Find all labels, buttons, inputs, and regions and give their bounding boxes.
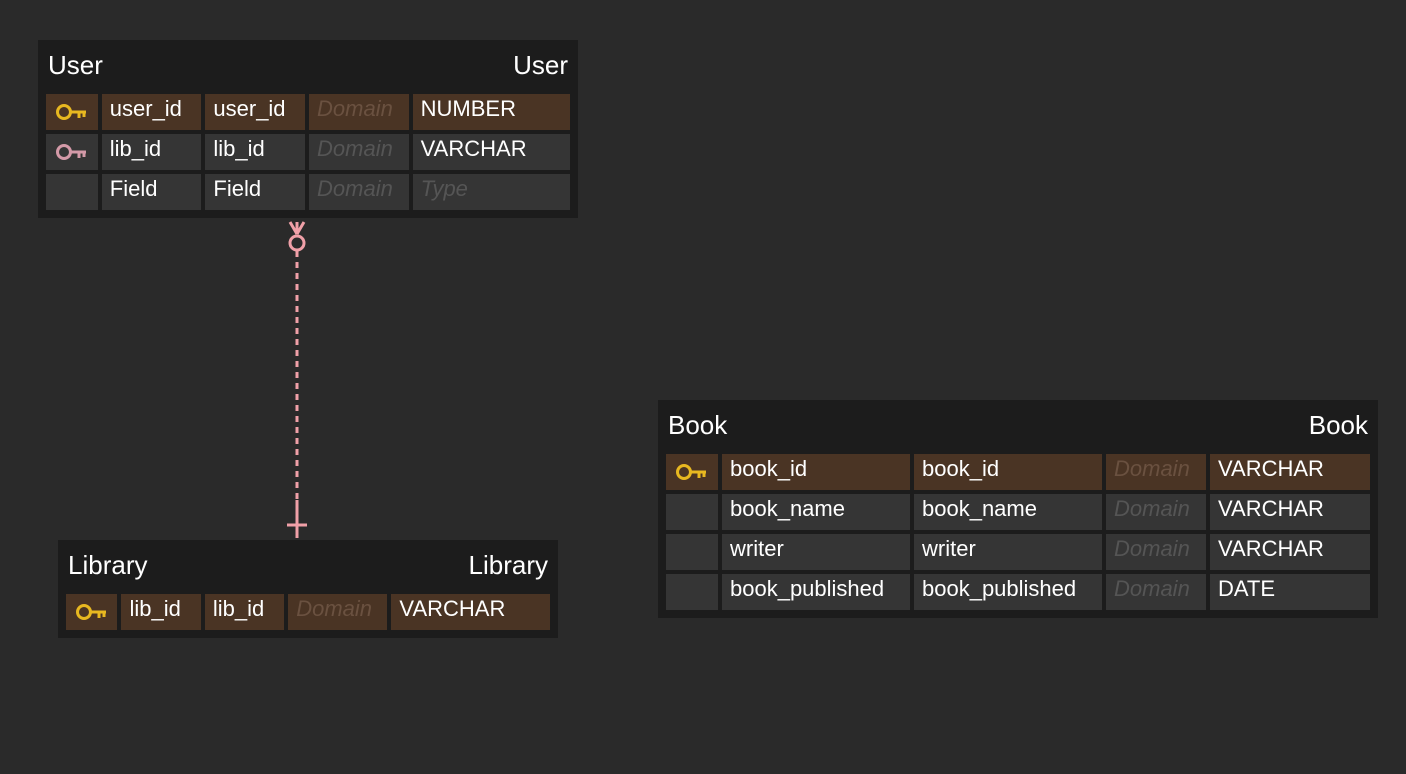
entity-header[interactable]: Book Book: [658, 400, 1378, 450]
field-logical-name[interactable]: lib_id: [101, 134, 202, 170]
field-physical-name[interactable]: book_id: [914, 454, 1102, 490]
key-slot: [666, 494, 718, 530]
field-logical-name[interactable]: writer: [722, 534, 910, 570]
entity-user[interactable]: User User user_id user_id Domain NUMBER …: [38, 40, 578, 218]
field-type[interactable]: VARCHAR: [1210, 454, 1370, 490]
field-domain[interactable]: Domain: [309, 94, 409, 130]
table-row[interactable]: user_id user_id Domain NUMBER: [44, 92, 572, 132]
table-row[interactable]: lib_id lib_id Domain VARCHAR: [44, 132, 572, 172]
field-domain[interactable]: Domain: [1106, 494, 1206, 530]
primary-key-icon: [66, 594, 118, 630]
field-type[interactable]: VARCHAR: [1210, 534, 1370, 570]
entity-alias: Library: [468, 549, 548, 580]
entity-header[interactable]: Library Library: [58, 540, 558, 590]
table-row[interactable]: Field Field Domain Type: [44, 172, 572, 212]
field-domain[interactable]: Domain: [1106, 574, 1206, 610]
one-cardinality-icon: [287, 500, 307, 538]
field-type[interactable]: VARCHAR: [391, 594, 550, 630]
field-domain[interactable]: Domain: [288, 594, 388, 630]
primary-key-icon: [666, 454, 718, 490]
field-logical-name[interactable]: book_name: [722, 494, 910, 530]
entity-library[interactable]: Library Library lib_id lib_id Domain VAR…: [58, 540, 558, 638]
field-type[interactable]: VARCHAR: [1210, 494, 1370, 530]
entity-name: User: [48, 49, 103, 80]
entity-alias: Book: [1308, 409, 1368, 440]
field-logical-name[interactable]: Field: [101, 174, 202, 210]
crows-foot-zero-many-icon: [288, 221, 306, 252]
field-type[interactable]: DATE: [1210, 574, 1370, 610]
table-row[interactable]: lib_id lib_id Domain VARCHAR: [64, 592, 552, 632]
field-type[interactable]: Type: [412, 174, 570, 210]
field-physical-name[interactable]: book_name: [914, 494, 1102, 530]
field-physical-name[interactable]: user_id: [205, 94, 306, 130]
field-physical-name[interactable]: book_published: [914, 574, 1102, 610]
field-physical-name[interactable]: Field: [205, 174, 306, 210]
foreign-key-icon: [46, 134, 98, 170]
entity-name: Library: [68, 549, 148, 580]
table-row[interactable]: book_id book_id Domain VARCHAR: [664, 452, 1372, 492]
field-type[interactable]: NUMBER: [412, 94, 570, 130]
entity-book[interactable]: Book Book book_id book_id Domain VARCHAR…: [658, 400, 1378, 618]
field-physical-name[interactable]: lib_id: [204, 594, 285, 630]
field-domain[interactable]: Domain: [309, 134, 409, 170]
table-row[interactable]: book_name book_name Domain VARCHAR: [664, 492, 1372, 532]
field-domain[interactable]: Domain: [1106, 454, 1206, 490]
field-domain[interactable]: Domain: [309, 174, 409, 210]
key-slot: [46, 174, 98, 210]
field-domain[interactable]: Domain: [1106, 534, 1206, 570]
table-row[interactable]: book_published book_published Domain DAT…: [664, 572, 1372, 612]
field-logical-name[interactable]: lib_id: [121, 594, 201, 630]
key-slot: [666, 574, 718, 610]
entity-name: Book: [668, 409, 728, 440]
primary-key-icon: [46, 94, 98, 130]
field-physical-name[interactable]: lib_id: [205, 134, 306, 170]
field-logical-name[interactable]: user_id: [101, 94, 202, 130]
entity-header[interactable]: User User: [38, 40, 578, 90]
key-slot: [666, 534, 718, 570]
field-logical-name[interactable]: book_id: [722, 454, 910, 490]
field-logical-name[interactable]: book_published: [722, 574, 910, 610]
field-type[interactable]: VARCHAR: [412, 134, 570, 170]
field-physical-name[interactable]: writer: [914, 534, 1102, 570]
entity-alias: User: [513, 49, 568, 80]
table-row[interactable]: writer writer Domain VARCHAR: [664, 532, 1372, 572]
